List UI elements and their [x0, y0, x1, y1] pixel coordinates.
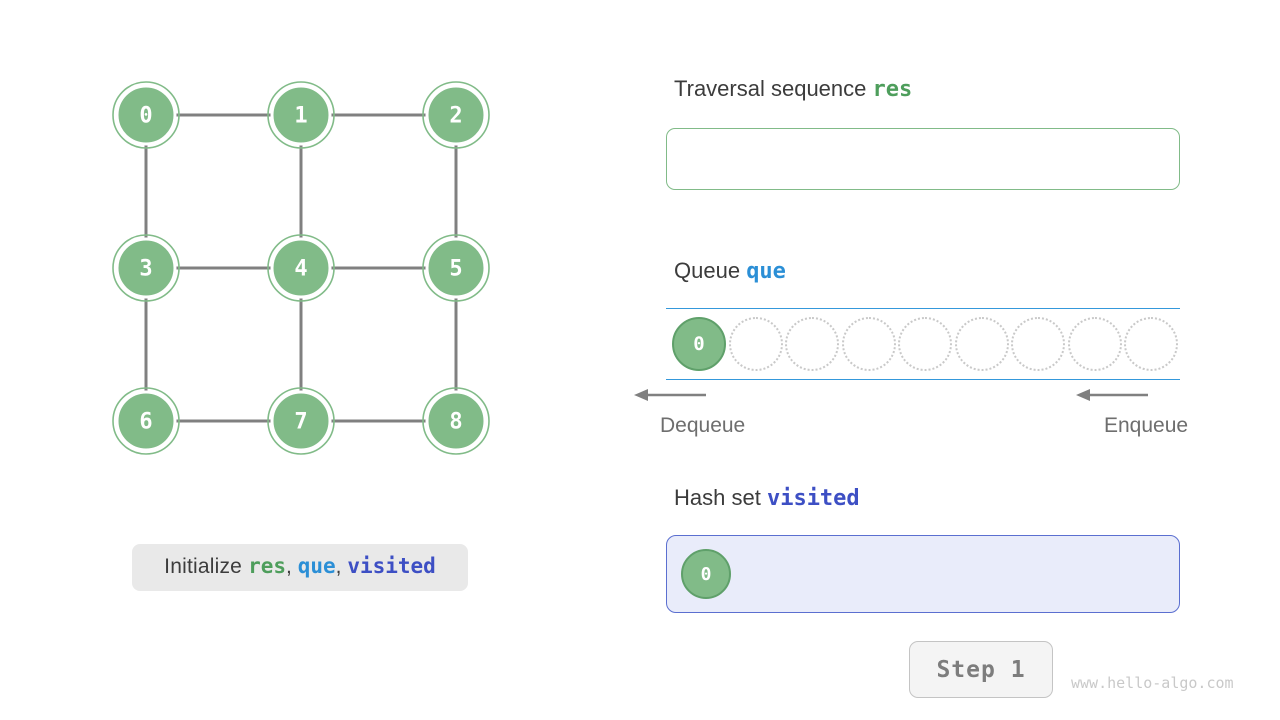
graph-node-ring: [112, 234, 180, 302]
graph-node-8[interactable]: 8: [422, 387, 490, 455]
graph-node-ring: [267, 81, 335, 149]
graph-node-label: 4: [294, 257, 307, 282]
queue-slot-empty: [1067, 317, 1122, 371]
graph-node-label: 7: [294, 410, 307, 435]
graph-node-7[interactable]: 7: [267, 387, 335, 455]
res-items: [667, 129, 1179, 189]
visited-section-title: Hash set visited: [674, 485, 860, 511]
queue-slot-empty: [785, 317, 839, 371]
queue-rail-top: [666, 308, 1180, 309]
graph-node-label: 3: [139, 257, 152, 282]
right-panel: Traversal sequence res Queue que 0 Deque…: [620, 0, 1280, 720]
watermark: www.hello-algo.com: [1071, 674, 1234, 692]
graph-node-4[interactable]: 4: [267, 234, 335, 302]
queue-area: 0: [666, 308, 1180, 380]
caption-token-res: res: [248, 554, 287, 578]
queue-title-code: que: [746, 259, 786, 284]
res-box: [666, 128, 1180, 190]
caption-separator: ,: [286, 555, 298, 578]
caption-token-que: que: [297, 554, 336, 578]
queue-rail-bottom: [666, 379, 1180, 380]
enqueue-arrow-icon: [1076, 388, 1148, 402]
graph-node-circle: [425, 390, 487, 452]
queue-slot-empty: [1011, 317, 1065, 371]
graph-node-circle: [270, 84, 332, 146]
graph-node-circle: [115, 84, 177, 146]
graph-node-label: 8: [449, 410, 462, 435]
visited-title-code: visited: [766, 486, 860, 511]
dequeue-label: Dequeue: [660, 414, 746, 437]
res-title-plain: Traversal sequence: [674, 76, 867, 101]
graph-node-5[interactable]: 5: [422, 234, 490, 302]
queue-slots: 0: [672, 309, 1178, 379]
queue-slot-empty: [1124, 317, 1178, 371]
graph-node-ring: [422, 387, 490, 455]
step-badge: Step 1: [909, 641, 1053, 698]
enqueue-label: Enqueue: [1104, 414, 1189, 437]
graph-node-circle: [270, 237, 332, 299]
queue-section-title: Queue que: [674, 258, 786, 284]
visited-box: 0: [666, 535, 1180, 613]
graph-node-label: 0: [139, 104, 152, 129]
queue-slot-empty: [728, 317, 783, 371]
graph-node-label: 2: [449, 104, 462, 129]
dequeue-arrow-icon: [634, 388, 706, 402]
res-section-title: Traversal sequence res: [674, 76, 912, 102]
graph-node-ring: [112, 81, 180, 149]
graph-node-circle: [115, 390, 177, 452]
graph-node-circle: [425, 237, 487, 299]
graph-node-circle: [270, 390, 332, 452]
graph-node-ring: [112, 387, 180, 455]
graph-node-label: 5: [449, 257, 462, 282]
caption-box: Initialize res, que, visited: [132, 544, 468, 591]
graph-panel: 0 1 2 3 4 5 6 7 8: [0, 0, 620, 720]
graph-node-circle: [425, 84, 487, 146]
graph-node-ring: [422, 81, 490, 149]
queue-slot-value: 0: [693, 333, 705, 355]
graph-node-group: 0 1 2 3 4 5 6 7 8: [112, 81, 490, 455]
graph-node-6[interactable]: 6: [112, 387, 180, 455]
caption-token-visited: visited: [347, 554, 436, 578]
graph-node-1[interactable]: 1: [267, 81, 335, 149]
graph-node-2[interactable]: 2: [422, 81, 490, 149]
visited-items: 0: [667, 536, 1179, 612]
graph-node-label: 6: [139, 410, 152, 435]
caption-tokens: res, que, visited: [248, 554, 436, 578]
queue-title-plain: Queue: [674, 258, 741, 283]
graph-node-circle: [115, 237, 177, 299]
visited-item: 0: [681, 549, 731, 599]
queue-slot-empty: [841, 317, 896, 371]
visited-title-plain: Hash set: [674, 485, 761, 510]
graph-node-0[interactable]: 0: [112, 81, 180, 149]
graph-node-ring: [267, 234, 335, 302]
caption-verb: Initialize: [164, 555, 243, 578]
queue-slot-empty: [898, 317, 952, 371]
graph-node-ring: [267, 387, 335, 455]
caption-separator: ,: [335, 555, 348, 578]
queue-slot-filled: 0: [672, 317, 726, 371]
graph-node-ring: [422, 234, 490, 302]
graph-node-3[interactable]: 3: [112, 234, 180, 302]
res-title-code: res: [872, 77, 913, 102]
graph-canvas: 0 1 2 3 4 5 6 7 8: [112, 81, 490, 455]
queue-slot-empty: [954, 317, 1009, 371]
graph-node-label: 1: [294, 104, 307, 129]
